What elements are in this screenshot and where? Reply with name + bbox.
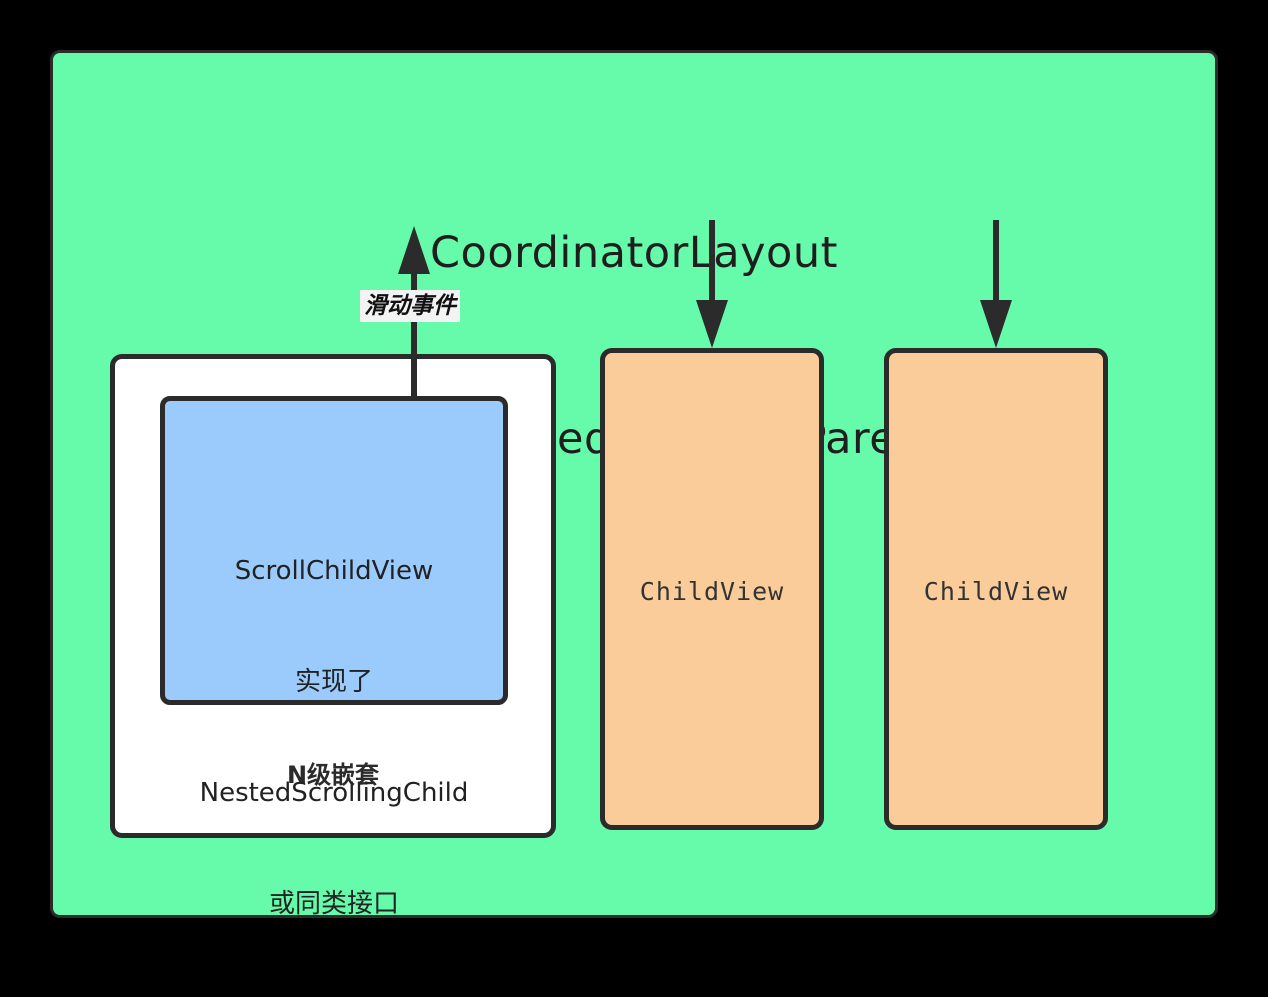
scroll-child-view-box: ScrollChildView 实现了 NestedScrollingChild… [160, 396, 508, 919]
title-line-1: CoordinatorLayout [430, 228, 838, 278]
child-view-box-2: ChildView [884, 348, 1108, 830]
scroll-child-line-4: 或同类接口 [268, 889, 399, 919]
scroll-event-label: 滑动事件 [360, 290, 460, 322]
child-view-label-2: ChildView [923, 577, 1069, 606]
scroll-child-line-2: 实现了 [294, 667, 373, 697]
diagram-canvas: CoordinatorLayout 实现了NestedScrollingPare… [50, 50, 1218, 919]
child-view-label-1: ChildView [639, 577, 785, 606]
child-view-box-1: ChildView [600, 348, 824, 830]
scroll-child-line-3: NestedScrollingChild [199, 778, 469, 808]
scroll-child-view-text: ScrollChildView 实现了 NestedScrollingChild… [165, 479, 503, 997]
nested-container-label: N级嵌套 [286, 761, 380, 789]
scroll-child-line-1: ScrollChildView [234, 556, 434, 586]
